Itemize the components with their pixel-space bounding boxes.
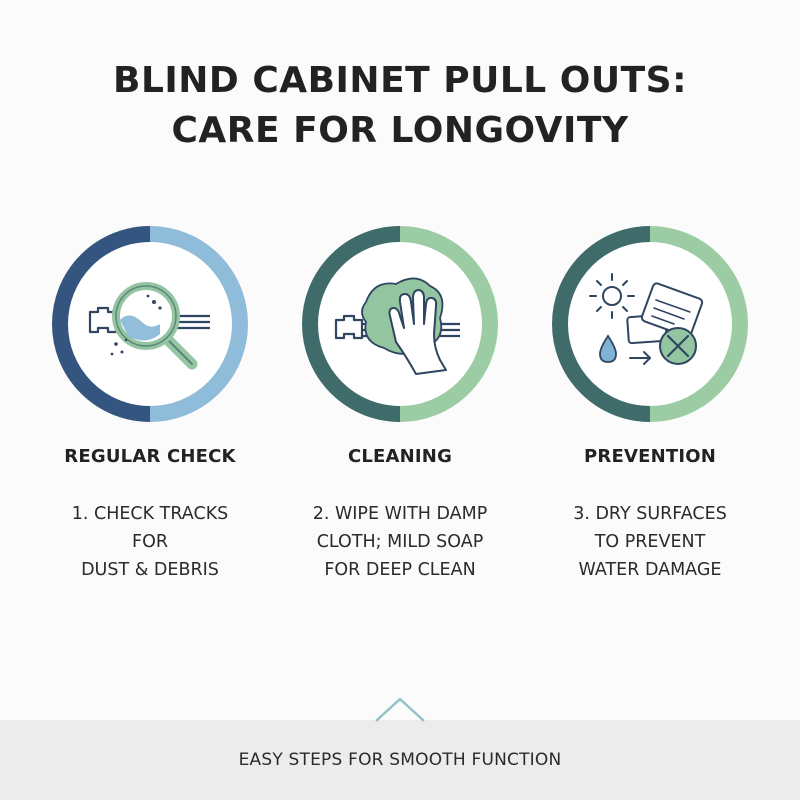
step-description: 3. DRY SURFACES TO PREVENT WATER DAMAGE	[520, 500, 780, 584]
footer-bar	[0, 720, 800, 800]
page-title-line-2: CARE FOR LONGOVITY	[171, 110, 629, 151]
step-description-line: DUST & DEBRIS	[81, 560, 219, 580]
step-heading: PREVENTION	[584, 446, 716, 467]
step-description-line: FOR	[132, 532, 168, 552]
step-description-line: TO PREVENT	[594, 532, 706, 552]
footer-tagline: EASY STEPS FOR SMOOTH FUNCTION	[238, 750, 562, 770]
step-heading: REGULAR CHECK	[64, 446, 236, 467]
page-title-line-1: BLIND CABINET PULL OUTS:	[113, 60, 687, 101]
step-description: 1. CHECK TRACKS FOR DUST & DEBRIS	[20, 500, 280, 584]
magnifier-track-icon	[52, 226, 248, 422]
step-description-line: FOR DEEP CLEAN	[324, 560, 476, 580]
hand-wipe-cloth-icon	[302, 226, 498, 422]
page-title: BLIND CABINET PULL OUTS: CARE FOR LONGOV…	[0, 56, 800, 156]
step-description-line: 3. DRY SURFACES	[573, 504, 727, 524]
step-description-line: 1. CHECK TRACKS	[71, 504, 229, 524]
step-description: 2. WIPE WITH DAMP CLOTH; MILD SOAP FOR D…	[270, 500, 530, 584]
sun-drop-prevent-icon	[552, 226, 748, 422]
step-description-line: WATER DAMAGE	[578, 560, 722, 580]
step-description-line: 2. WIPE WITH DAMP	[312, 504, 488, 524]
step-description-line: CLOTH; MILD SOAP	[316, 532, 484, 552]
step-heading: CLEANING	[347, 446, 453, 467]
chevron-up-icon	[375, 697, 425, 722]
